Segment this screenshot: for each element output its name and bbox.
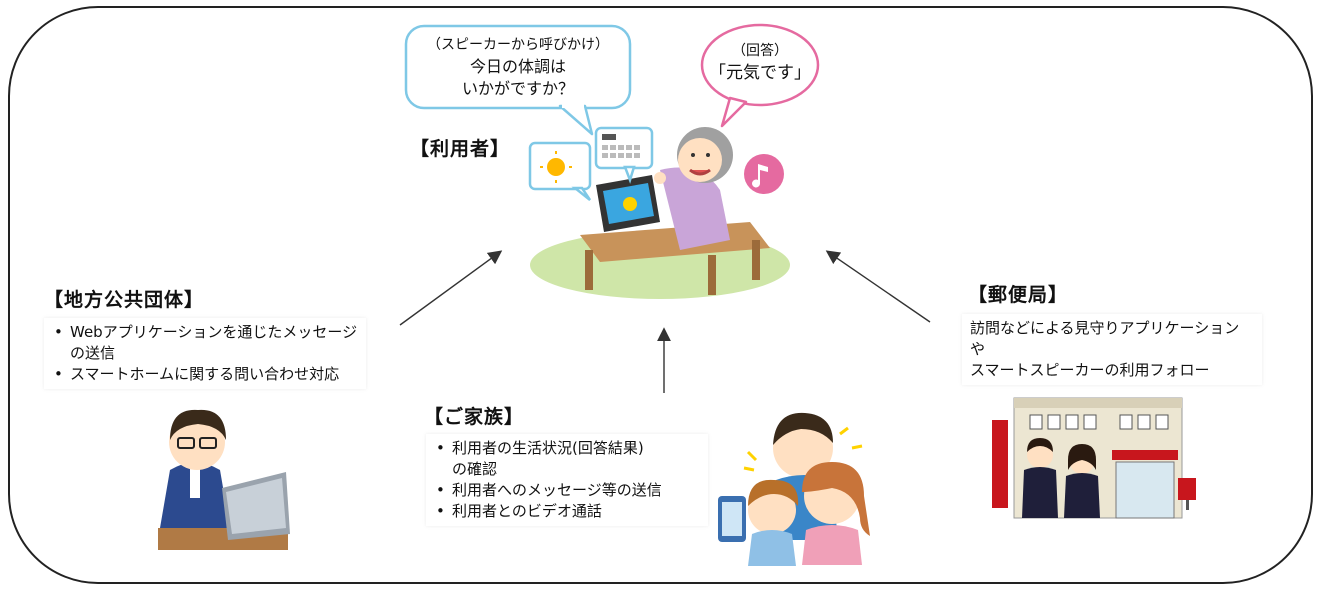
post-office-heading: 【郵便局】 xyxy=(968,284,1069,306)
local-gov-item-1: Webアプリケーションを通じたメッセージ の送信 xyxy=(54,322,358,364)
local-gov-item-1-line-2: の送信 xyxy=(70,344,116,362)
post-office-illustration xyxy=(992,397,1196,519)
family-item-1-line-2: の確認 xyxy=(452,460,498,478)
speaker-bubble-line-1: 今日の体調は xyxy=(469,57,566,76)
local-government-officer-illustration xyxy=(158,409,290,550)
post-office-line-1: 訪問などによる見守りアプリケーションや xyxy=(970,319,1240,358)
speaker-bubble-line-2: いかがですか？ xyxy=(461,79,574,98)
local-gov-item-1-line-1: Webアプリケーションを通じたメッセージ xyxy=(70,323,358,341)
family-textbox: 利用者の生活状況(回答結果) の確認 利用者へのメッセージ等の送信 利用者とのビ… xyxy=(426,434,708,526)
speaker-speech-bubble xyxy=(404,24,632,136)
user-heading: 【利用者】 xyxy=(410,138,511,160)
local-gov-item-2: スマートホームに関する問い合わせ対応 xyxy=(54,364,358,385)
answer-bubble-text-line: 「元気です」 xyxy=(709,63,811,83)
post-office-textbox: 訪問などによる見守りアプリケーションや スマートスピーカーの利用フォロー xyxy=(962,314,1262,385)
family-item-2: 利用者へのメッセージ等の送信 xyxy=(436,480,700,501)
arrow-post-office-to-user xyxy=(825,250,931,323)
family-illustration xyxy=(718,412,870,566)
speaker-bubble-text: （スピーカーから呼びかけ） 今日の体調は いかがですか？ xyxy=(410,34,626,100)
answer-bubble-caption: （回答） xyxy=(732,43,788,59)
speaker-bubble-caption: （スピーカーから呼びかけ） xyxy=(427,37,609,53)
family-heading: 【ご家族】 xyxy=(424,406,525,428)
elderly-user-illustration xyxy=(528,126,790,299)
family-item-3: 利用者とのビデオ通話 xyxy=(436,501,700,522)
arrow-local-gov-to-user xyxy=(399,250,503,326)
local-gov-heading: 【地方公共団体】 xyxy=(44,289,205,311)
rounded-frame xyxy=(8,6,1313,584)
answer-bubble-text: （回答） 「元気です」 xyxy=(702,40,818,84)
local-gov-textbox: Webアプリケーションを通じたメッセージ の送信 スマートホームに関する問い合わ… xyxy=(44,318,366,389)
answer-speech-bubble xyxy=(700,23,820,128)
local-gov-list: Webアプリケーションを通じたメッセージ の送信 スマートホームに関する問い合わ… xyxy=(52,322,358,385)
family-list: 利用者の生活状況(回答結果) の確認 利用者へのメッセージ等の送信 利用者とのビ… xyxy=(434,438,700,522)
post-office-line-2: スマートスピーカーの利用フォロー xyxy=(970,361,1210,379)
family-item-1: 利用者の生活状況(回答結果) の確認 xyxy=(436,438,700,480)
family-item-1-line-1: 利用者の生活状況(回答結果) xyxy=(452,439,644,457)
